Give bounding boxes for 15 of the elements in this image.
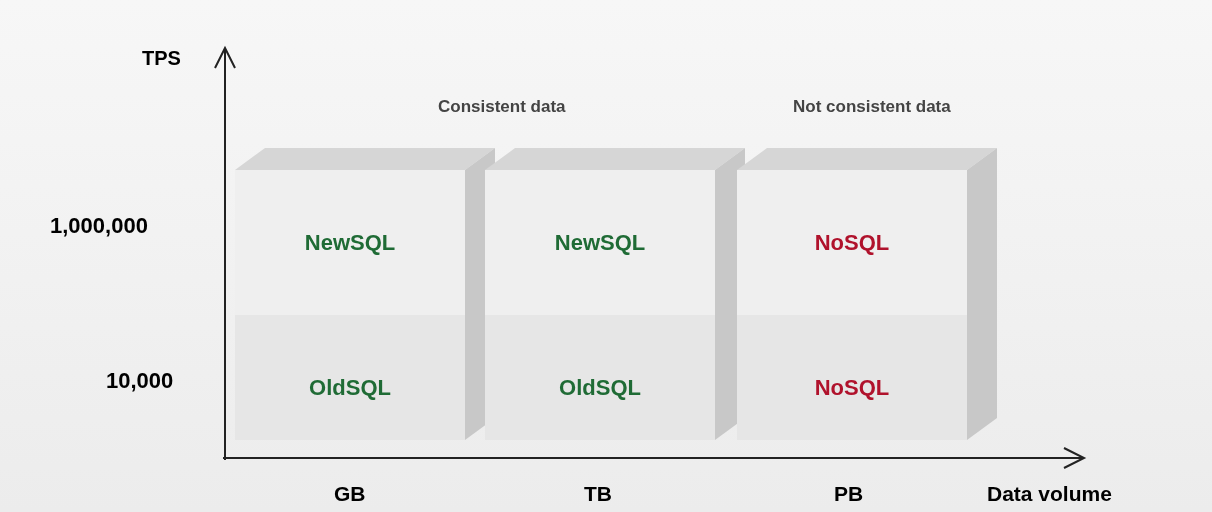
database-type-label: NoSQL <box>814 229 890 256</box>
tick-label: GB <box>334 482 366 506</box>
group-heading: Not consistent data <box>793 97 951 117</box>
database-type-label: NewSQL <box>554 229 646 256</box>
tick-label: 10,000 <box>106 368 174 394</box>
tick-label: 1,000,000 <box>50 213 148 239</box>
database-type-label: NoSQL <box>814 374 890 401</box>
database-type-label: OldSQL <box>309 374 391 401</box>
axis-title: TPS <box>142 47 181 70</box>
tick-label: TB <box>584 482 612 506</box>
database-type-label: NewSQL <box>304 229 396 256</box>
database-type-label: OldSQL <box>559 374 641 401</box>
tick-label: PB <box>834 482 864 506</box>
group-heading: Consistent data <box>438 97 566 117</box>
axis-title: Data volume <box>987 482 1112 506</box>
